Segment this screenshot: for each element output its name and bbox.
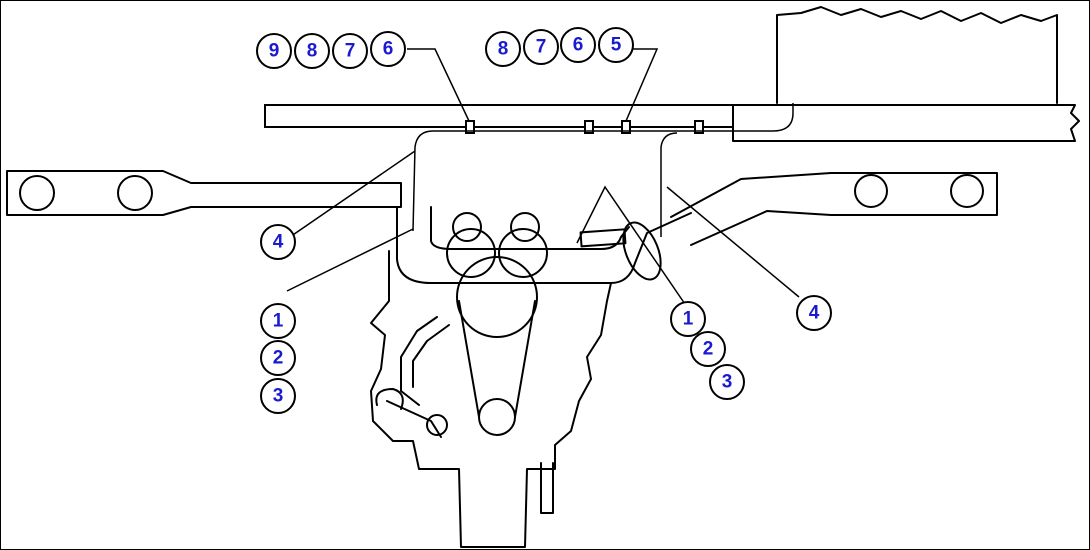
callout-6-center: 6: [560, 27, 596, 63]
leader-lines: [286, 48, 800, 308]
cab-block: [776, 6, 1058, 104]
callout-label: 8: [307, 41, 318, 62]
engine-fitting-cap: [426, 414, 448, 436]
callout-3-left: 3: [260, 378, 296, 414]
callout-label: 2: [273, 348, 284, 369]
callout-label: 9: [269, 41, 280, 62]
callout-5: 5: [598, 27, 634, 63]
callout-label: 7: [345, 41, 356, 62]
right-mount-bar: [670, 172, 998, 246]
callout-4-left: 4: [260, 224, 296, 260]
callout-label: 7: [536, 37, 547, 58]
engine-dipstick: [540, 462, 554, 514]
callout-8-center: 8: [485, 31, 521, 67]
callout-label: 1: [683, 309, 694, 330]
left-mount-hole-1: [19, 175, 55, 211]
engine-body: [370, 250, 612, 548]
callout-label: 3: [273, 386, 284, 407]
left-mount-bar: [6, 170, 402, 216]
callout-label: 4: [273, 232, 284, 253]
callout-label: 6: [383, 39, 394, 60]
callout-4-right: 4: [796, 295, 832, 331]
right-mount-hole-1: [854, 174, 888, 208]
callout-2-right: 2: [690, 331, 726, 367]
exhaust-pipe: [396, 206, 692, 284]
callout-label: 6: [573, 35, 584, 56]
callout-2-left: 2: [260, 340, 296, 376]
engine-pulleys: [446, 212, 548, 436]
right-mount-hole-2: [950, 174, 984, 208]
callout-7-center: 7: [523, 29, 559, 65]
callout-9: 9: [256, 33, 292, 69]
frame-rail-right: [732, 104, 1080, 142]
engine-fitting: [375, 388, 442, 438]
callout-label: 3: [722, 372, 733, 393]
engine-hose: [400, 316, 450, 406]
callout-1-left: 1: [260, 303, 296, 339]
callout-label: 2: [703, 339, 714, 360]
callout-7: 7: [332, 33, 368, 69]
air-tube-right: [660, 132, 678, 237]
left-mount-hole-2: [117, 175, 153, 211]
callout-1-right: 1: [670, 301, 706, 337]
callout-label: 8: [498, 39, 509, 60]
exhaust-clamp: [622, 221, 662, 281]
callout-8: 8: [294, 33, 330, 69]
callout-label: 1: [273, 311, 284, 332]
frame-rail: [264, 104, 734, 128]
pipe-flange: [579, 228, 627, 248]
callout-label: 5: [611, 35, 622, 56]
air-tube: [412, 103, 794, 232]
callout-3-right: 3: [709, 364, 745, 400]
callout-label: 4: [809, 303, 820, 324]
callout-6: 6: [370, 31, 406, 67]
